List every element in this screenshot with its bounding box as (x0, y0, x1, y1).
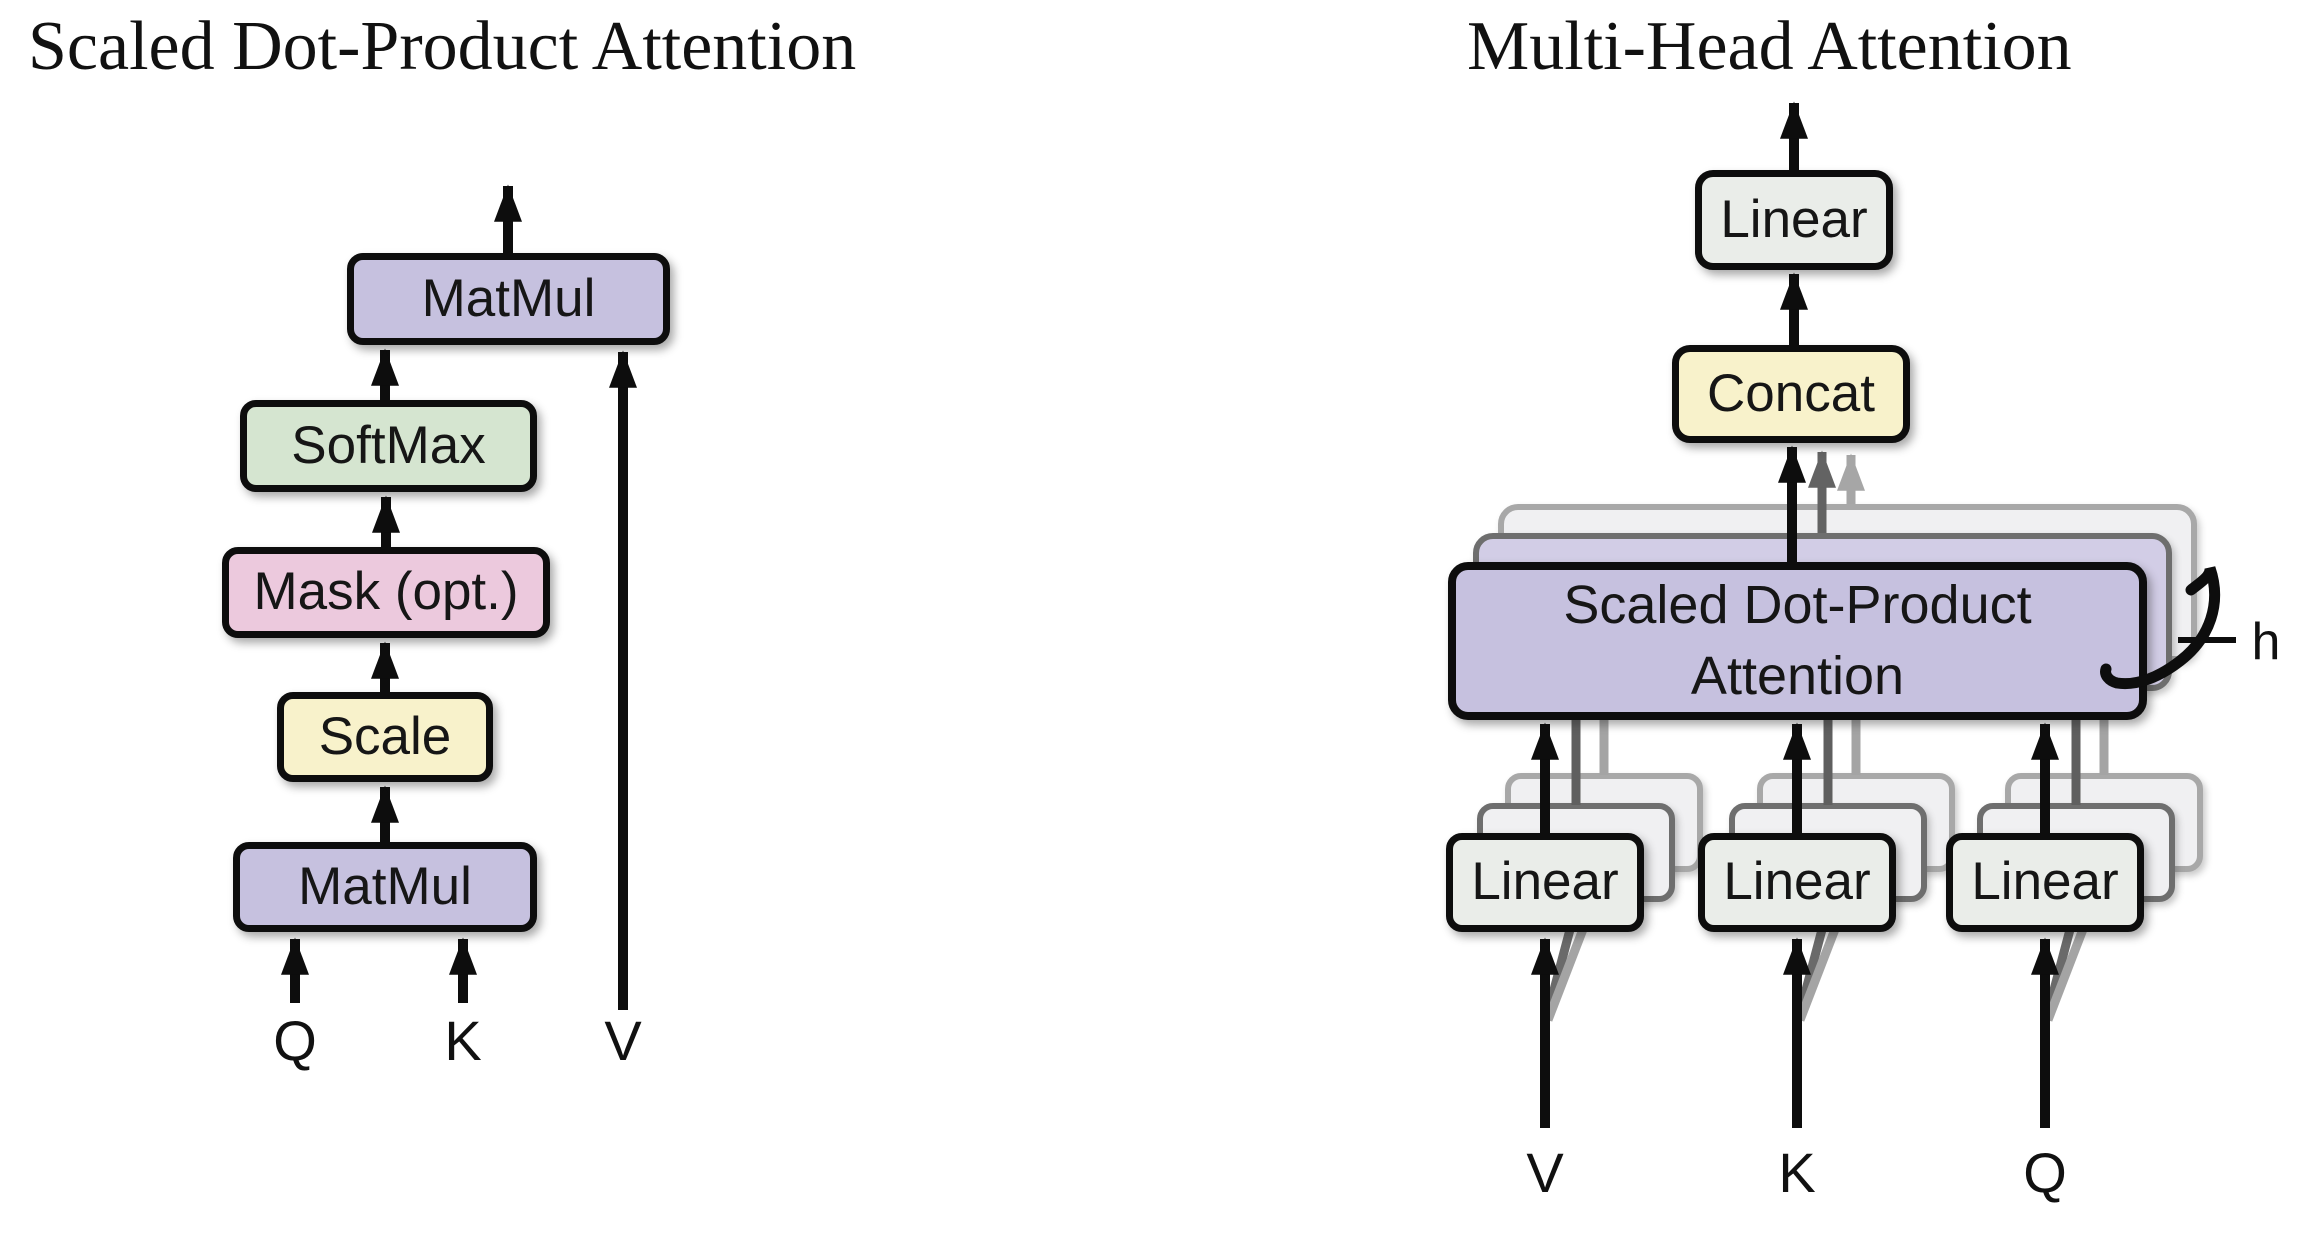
linear-top-label: Linear (1720, 189, 1868, 249)
linear-v-label: Linear (1471, 852, 1619, 912)
linear-k-label: Linear (1723, 852, 1871, 912)
softmax-box: SoftMax (240, 400, 537, 492)
matmul-bottom-box: MatMul (233, 842, 537, 932)
right-diagram-title: Multi-Head Attention (1467, 8, 2072, 85)
scaled-dot-product-attention-box: Scaled Dot-Product Attention (1448, 562, 2147, 720)
matmul-top-label: MatMul (421, 268, 596, 328)
k-label-right: K (1778, 1141, 1816, 1204)
linear-q-label: Linear (1971, 852, 2119, 912)
v-label-left: V (604, 1009, 642, 1072)
mask-label: Mask (opt.) (253, 562, 519, 622)
mask-box: Mask (opt.) (222, 547, 550, 638)
concat-label: Concat (1707, 363, 1875, 423)
attention-label-line1: Scaled Dot-Product (1563, 574, 2032, 635)
linear-k-box: Linear (1698, 833, 1896, 932)
scale-label: Scale (318, 706, 452, 766)
q-label-right: Q (2023, 1141, 2067, 1204)
q-label-left: Q (273, 1009, 317, 1072)
attention-label-line2: Attention (1690, 646, 1905, 706)
k-label-left: K (444, 1009, 482, 1072)
softmax-label: SoftMax (291, 415, 486, 475)
scale-box: Scale (277, 692, 493, 782)
matmul-top-box: MatMul (347, 253, 670, 345)
matmul-bottom-label: MatMul (298, 856, 472, 916)
concat-box: Concat (1672, 345, 1910, 443)
linear-v-box: Linear (1446, 833, 1644, 932)
linear-q-box: Linear (1946, 833, 2144, 932)
v-label-right: V (1526, 1141, 1564, 1204)
linear-top-box: Linear (1695, 170, 1893, 270)
head-count-label: h (2251, 613, 2281, 671)
left-diagram-title: Scaled Dot-Product Attention (28, 8, 857, 85)
